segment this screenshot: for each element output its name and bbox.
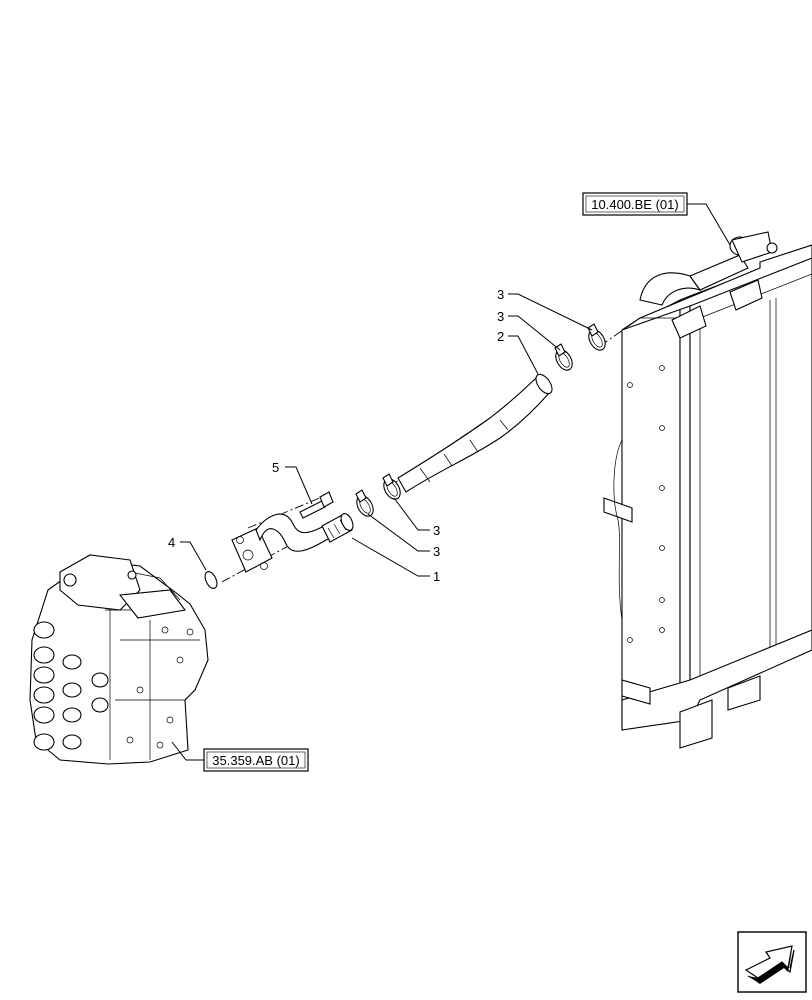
hose-clamp-upper-right [587,323,606,351]
hose [397,373,553,493]
bolt [299,491,334,519]
next-page-arrow-icon[interactable] [737,931,807,993]
pipe-with-flange [231,513,354,573]
callout-3-lower-a: 3 [433,523,440,538]
callout-labels: 1 3 3 4 5 2 3 3 [168,287,504,584]
callout-1: 1 [433,569,440,584]
radiator-reference-label: 10.400.BE (01) [591,197,678,212]
callout-3-upper-a: 3 [497,287,504,302]
valve-spools [33,621,109,751]
hose-clamp-upper-left [554,343,573,371]
hose-clamp-lower-left [355,489,374,517]
radiator-reference[interactable]: 10.400.BE (01) [582,192,688,216]
callout-4: 4 [168,535,175,550]
o-ring [204,571,218,589]
valve-reference[interactable]: 35.359.AB (01) [203,748,309,772]
leader-lines [180,293,593,577]
callout-2: 2 [497,329,504,344]
callout-3-upper-b: 3 [497,309,504,324]
callout-5: 5 [272,460,279,475]
control-valve [29,554,209,765]
valve-bolts [126,626,194,749]
hose-clamp-lower-right [382,473,401,500]
radiator-assembly [603,231,812,749]
callout-3-lower-b: 3 [433,544,440,559]
valve-reference-label: 35.359.AB (01) [212,753,299,768]
frame-bolts [627,365,665,643]
